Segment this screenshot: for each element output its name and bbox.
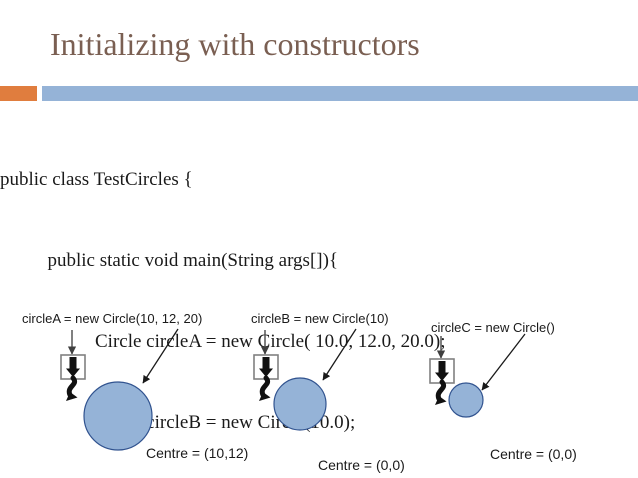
code-block: public class TestCircles { public static… [0,112,638,478]
centre-value-c: Centre = (0,0) [490,446,577,462]
centre-value-a: Centre = (10,12) [146,445,249,461]
centre-value-b: Centre = (0,0) [318,457,405,473]
callout-label-circle-a: circleA = new Circle(10, 12, 20) [22,311,203,326]
values-circle-b: Centre = (0,0) Radius=10 [318,437,405,478]
code-line: public class TestCircles { [0,169,193,190]
page-title: Initializing with constructors [50,26,420,62]
code-line: public static void main(String args[]){ [0,250,339,271]
callout-label-circle-c: circleC = new Circle() [431,320,555,335]
title-rule-orange [0,86,37,101]
title-rule-blue [42,86,638,101]
callout-label-circle-b: circleB = new Circle(10) [251,311,389,326]
values-circle-a: Centre = (10,12) Radius = 20 [146,425,248,478]
values-circle-c: Centre = (0,0) Radius = 1 [490,426,577,478]
